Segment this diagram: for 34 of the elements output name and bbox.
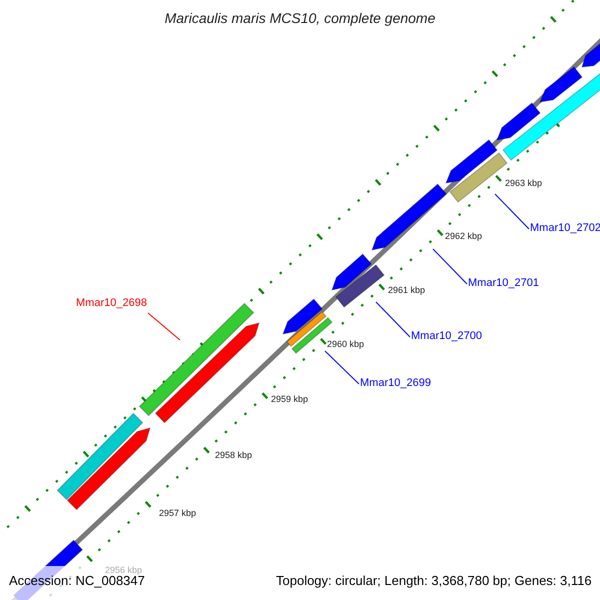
gene-feature	[371, 183, 447, 251]
tick-label: 2958 kbp	[215, 450, 252, 460]
gene-feature	[286, 311, 327, 347]
tick-label: 2962 kbp	[445, 231, 482, 242]
genome-info-text: Topology: circular; Length: 3,368,780 bp; Genes: 3,116	[276, 574, 592, 589]
gene-feature	[335, 264, 385, 308]
accession-text: Accession: NC_008347	[9, 574, 145, 589]
leader-line	[494, 194, 530, 230]
gene-feature	[539, 66, 583, 103]
gene-feature	[66, 427, 151, 510]
gene-feature	[502, 72, 600, 161]
leader-line	[148, 312, 180, 340]
tick-label: 2956 kbp	[105, 565, 142, 576]
leader-line	[324, 350, 360, 384]
tick-label: 2957 kbp	[159, 508, 196, 518]
gene-label: Mmar10_2702	[530, 222, 600, 235]
gene-label: Mmar10_2698	[76, 297, 147, 310]
gene-feature	[445, 139, 498, 184]
tick-label: 2960 kbp	[327, 339, 364, 350]
tick-label: 2961 kbp	[388, 285, 426, 296]
gene-label: Mmar10_2699	[360, 377, 431, 390]
gene-feature	[331, 253, 372, 291]
gene-label: Mmar10_2700	[411, 330, 482, 343]
gene-feature	[154, 322, 260, 424]
leader-line	[376, 302, 410, 338]
gene-feature	[581, 42, 600, 68]
gene-feature	[282, 298, 323, 335]
title: Maricaulis maris MCS10, complete genome	[164, 10, 436, 26]
tick-label: 2963 kbp	[505, 178, 542, 188]
gene-feature	[496, 102, 541, 141]
gene-label: Mmar10_2701	[468, 277, 539, 290]
leader-line	[432, 248, 468, 284]
gene-feature	[56, 412, 144, 500]
tick-label: 2959 kbp	[271, 394, 308, 404]
